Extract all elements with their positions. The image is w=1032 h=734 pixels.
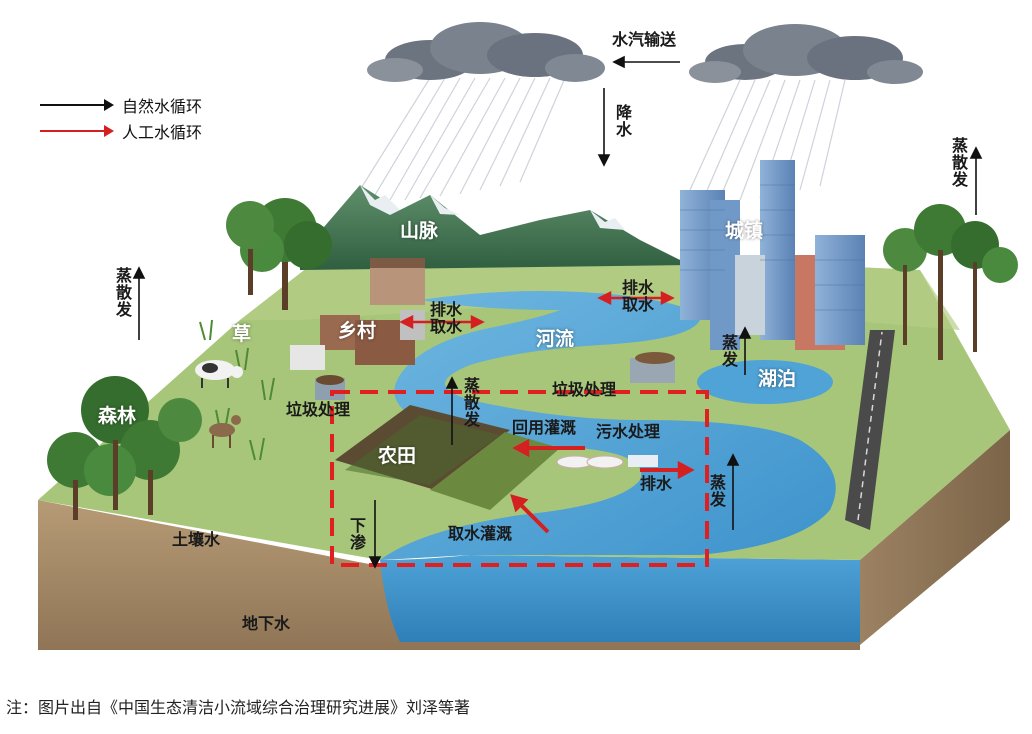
label-intake-irrigation: 取水灌溉	[448, 524, 513, 543]
rain-cloud-left	[359, 22, 605, 201]
forest-trees-right	[883, 204, 1018, 360]
artificial-cycle-zone	[330, 390, 709, 567]
label-soil-water: 土壤水	[172, 530, 221, 549]
river	[380, 291, 836, 560]
label-evaporation-farm: 蒸散发	[463, 376, 480, 429]
village-houses	[290, 258, 425, 370]
treatment-facilities	[315, 352, 675, 469]
label-drain-intake-village: 排水 取水	[430, 300, 463, 336]
legend-natural-label: 自然水循环	[122, 97, 203, 116]
label-evaporation-town: 蒸发	[721, 333, 738, 369]
soil-side-face	[860, 430, 1010, 645]
legend-natural: 自然水循环	[40, 92, 202, 118]
natural-cycle-arrows	[132, 55, 983, 569]
legend-artificial-label: 人工水循环	[122, 123, 203, 142]
label-mountain: 山脉	[400, 220, 439, 242]
label-vapor-transport: 水汽输送	[612, 30, 677, 49]
water-front-face	[380, 555, 860, 642]
label-town: 城镇	[725, 220, 764, 242]
soil-front-face	[38, 500, 860, 650]
mountains	[300, 185, 690, 270]
label-village: 乡村	[338, 320, 377, 342]
label-reuse-irrigation: 回用灌溉	[512, 418, 577, 437]
label-drain-intake-town: 排水 取水	[622, 278, 655, 314]
rain-cloud-right	[689, 24, 923, 201]
cow-icon	[195, 360, 243, 388]
artificial-cycle-arrows	[399, 290, 695, 534]
horse-icon	[209, 415, 241, 448]
lake	[697, 360, 833, 404]
water-cycle-scene	[38, 22, 1018, 650]
legend: 自然水循环 人工水循环	[40, 92, 202, 144]
label-groundwater: 地下水	[242, 614, 291, 633]
label-farmland: 农田	[378, 445, 417, 467]
legend-artificial: 人工水循环	[40, 118, 202, 144]
label-grass: 草	[232, 323, 252, 345]
label-evaporation-river: 蒸发	[709, 473, 726, 509]
label-forest: 森林	[98, 405, 137, 427]
label-drainage: 排水	[640, 474, 673, 493]
legend-natural-arrow-icon	[40, 99, 114, 111]
label-precipitation: 降水	[615, 103, 632, 139]
label-lake: 湖泊	[758, 368, 797, 390]
legend-artificial-arrow-icon	[40, 125, 114, 137]
label-sewage-treatment: 污水处理	[596, 422, 661, 441]
label-garbage-river: 垃圾处理	[552, 380, 617, 399]
label-evaporation-right: 蒸散发	[951, 136, 968, 189]
label-infiltration: 下渗	[349, 516, 366, 552]
label-garbage-village: 垃圾处理	[286, 400, 351, 419]
city-buildings	[680, 160, 865, 350]
label-evaporation-left: 蒸散发	[115, 266, 132, 319]
label-river: 河流	[536, 328, 575, 350]
forest-trees-left	[47, 198, 332, 520]
figure-caption: 注：图片出自《中国生态清洁小流域综合治理研究进展》刘泽等著	[6, 698, 471, 717]
